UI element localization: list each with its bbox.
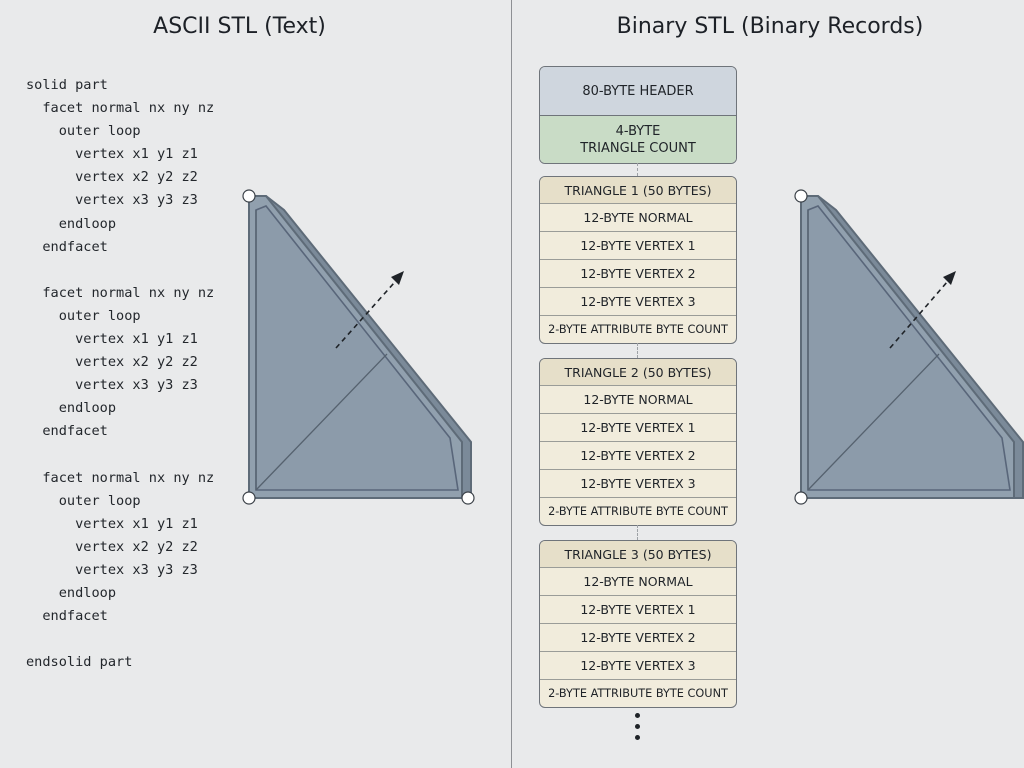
vertex-3-field: 12-BYTE VERTEX 3: [540, 469, 736, 497]
ascii-code-line: vertex x1 y1 z1: [26, 515, 198, 532]
mesh-diagonal-edge: [807, 353, 940, 491]
file-header-block: 80-BYTE HEADER 4-BYTE TRIANGLE COUNT: [539, 66, 737, 164]
ascii-code-line: endfacet: [26, 423, 108, 440]
ascii-code-line: facet normal nx ny nz: [26, 284, 215, 301]
vertex-marker: [242, 491, 256, 505]
vertex-1-field: 12-BYTE VERTEX 1: [540, 595, 736, 623]
vertex-2-field: 12-BYTE VERTEX 2: [540, 441, 736, 469]
ascii-code-line: facet normal nx ny nz: [26, 100, 215, 117]
vertex-3-field: 12-BYTE VERTEX 3: [540, 651, 736, 679]
ascii-stl-panel: ASCII STL (Text): [153, 0, 512, 768]
ascii-code-line: [26, 259, 214, 282]
attribute-field: 2-BYTE ATTRIBUTE BYTE COUNT: [540, 315, 736, 343]
triangle-count-line-2: TRIANGLE COUNT: [580, 140, 696, 156]
vertex-marker: [461, 491, 475, 505]
ascii-code-line: endloop: [26, 585, 117, 602]
normal-vector-line: [889, 273, 955, 349]
ascii-code-line: endfacet: [26, 608, 108, 625]
vertex-2-field: 12-BYTE VERTEX 2: [540, 259, 736, 287]
header-80-byte: 80-BYTE HEADER: [540, 67, 736, 116]
vertex-1-field: 12-BYTE VERTEX 1: [540, 231, 736, 259]
connector-dash: [637, 343, 639, 358]
normal-vector-arrowhead: [943, 271, 956, 285]
mesh-inner-face: [807, 205, 1011, 491]
normal-field: 12-BYTE NORMAL: [540, 203, 736, 231]
binary-stl-title: Binary STL (Binary Records): [616, 14, 924, 39]
ascii-code-line: endsolid part: [26, 654, 133, 671]
triangle-record-title: TRIANGLE 1 (50 BYTES): [540, 177, 736, 203]
ascii-code-line: vertex x3 y3 z3: [26, 192, 198, 209]
ascii-stl-title: ASCII STL (Text): [153, 14, 326, 39]
binary-stl-panel: Binary STL (Binary Records): [512, 0, 1024, 768]
ascii-code-line: endloop: [26, 215, 117, 232]
vertex-marker: [794, 491, 808, 505]
normal-vector-line: [335, 273, 403, 349]
mesh-prism: [794, 189, 1024, 505]
attribute-field: 2-BYTE ATTRIBUTE BYTE COUNT: [540, 679, 736, 707]
triangle-record-3: TRIANGLE 3 (50 BYTES) 12-BYTE NORMAL 12-…: [539, 540, 737, 708]
ascii-code-line: vertex x3 y3 z3: [26, 561, 198, 578]
ascii-code-line: [26, 444, 214, 467]
ellipsis-dot: [634, 735, 640, 740]
ascii-code-line: solid part: [26, 77, 108, 93]
normal-vector-arrowhead: [391, 271, 404, 285]
ellipsis-dot: [634, 713, 640, 718]
ascii-code-line: outer loop: [26, 307, 141, 324]
ascii-code-line: outer loop: [26, 492, 141, 509]
connector-dash: [637, 163, 639, 176]
normal-field: 12-BYTE NORMAL: [540, 567, 736, 595]
mesh-inner-face: [255, 205, 459, 491]
ascii-code-line: endloop: [26, 400, 117, 417]
right-mesh-illustration: [794, 189, 1024, 505]
vertex-2-field: 12-BYTE VERTEX 2: [540, 623, 736, 651]
mesh-prism: [242, 189, 475, 505]
triangle-record-title: TRIANGLE 3 (50 BYTES): [540, 541, 736, 567]
vertex-1-field: 12-BYTE VERTEX 1: [540, 413, 736, 441]
ellipsis-dot: [634, 724, 640, 729]
vertex-marker: [242, 189, 256, 203]
ascii-code-line: vertex x2 y2 z2: [26, 354, 198, 371]
vertex-marker: [794, 189, 808, 203]
normal-field: 12-BYTE NORMAL: [540, 385, 736, 413]
ascii-code-line: vertex x3 y3 z3: [26, 377, 198, 394]
ascii-code-line: outer loop: [26, 123, 141, 140]
vertex-3-field: 12-BYTE VERTEX 3: [540, 287, 736, 315]
triangle-record-2: TRIANGLE 2 (50 BYTES) 12-BYTE NORMAL 12-…: [539, 358, 737, 526]
continuation-ellipsis: [633, 713, 641, 746]
connector-dash: [637, 525, 639, 540]
triangle-count-line-1: 4-BYTE: [615, 123, 661, 139]
ascii-code-line: endfacet: [26, 238, 108, 255]
ascii-code-line: [26, 628, 214, 651]
ascii-stl-code: solid part facet normal nx ny nz outer l…: [26, 74, 214, 674]
ascii-code-line: vertex x1 y1 z1: [26, 146, 198, 163]
attribute-field: 2-BYTE ATTRIBUTE BYTE COUNT: [540, 497, 736, 525]
mesh-diagonal-edge: [255, 353, 388, 491]
triangle-record-1: TRIANGLE 1 (50 BYTES) 12-BYTE NORMAL 12-…: [539, 176, 737, 344]
ascii-code-line: vertex x2 y2 z2: [26, 169, 198, 186]
left-mesh-illustration: [242, 189, 475, 505]
ascii-code-line: vertex x1 y1 z1: [26, 331, 198, 348]
triangle-count-field: 4-BYTE TRIANGLE COUNT: [540, 116, 736, 163]
ascii-code-line: facet normal nx ny nz: [26, 469, 215, 486]
triangle-record-title: TRIANGLE 2 (50 BYTES): [540, 359, 736, 385]
ascii-code-line: vertex x2 y2 z2: [26, 538, 198, 555]
